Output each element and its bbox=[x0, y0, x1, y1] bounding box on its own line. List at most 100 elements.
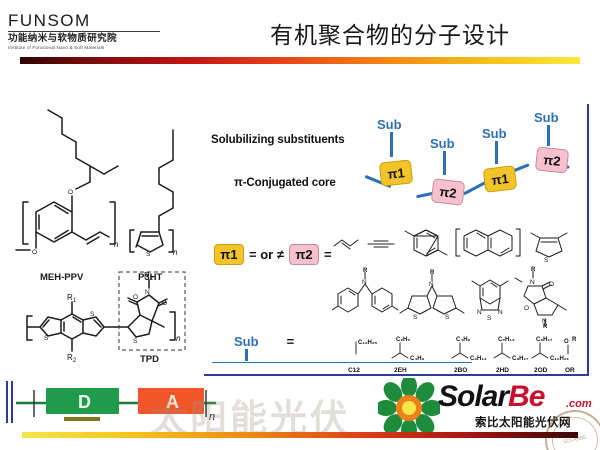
brand-chinese-tagline: 索比太阳能光伏网 bbox=[475, 415, 571, 429]
panel-right-border bbox=[587, 104, 589, 376]
svg-text:C₁₂H₂₅: C₁₂H₂₅ bbox=[358, 340, 377, 346]
pi-equation-row: π1 = or ≠ π2 = bbox=[214, 244, 332, 265]
core-fragment-gallery: S N R S S bbox=[332, 228, 568, 329]
donor-block bbox=[46, 388, 119, 414]
panel-bottom-border bbox=[204, 374, 589, 376]
solarbe-brand-text: SolarBe bbox=[438, 380, 545, 413]
repeat-index-3: n bbox=[176, 334, 181, 343]
svg-text:C₆H₁₃: C₆H₁₃ bbox=[470, 356, 487, 362]
sub-row-equals: = bbox=[286, 334, 295, 349]
unit-label-tpd: TPD bbox=[140, 354, 159, 365]
sunflower-logo-icon bbox=[378, 378, 440, 438]
funsom-logo: FUNSOM 功能纳米与软物质研究院 Institute of Function… bbox=[8, 12, 173, 50]
r2-label-lower: R2 bbox=[67, 353, 77, 364]
sub-row-label: Sub bbox=[234, 334, 259, 361]
sub-label-2: Sub bbox=[482, 126, 507, 141]
svg-text:S: S bbox=[90, 311, 95, 318]
header-gradient-rule bbox=[20, 57, 580, 64]
svg-text:N: N bbox=[429, 281, 434, 288]
svg-text:S: S bbox=[133, 338, 138, 345]
logo-english-name: Institute of Functional Nano & Soft Mate… bbox=[8, 45, 105, 51]
equation-pi1-box[interactable]: π1 bbox=[214, 244, 244, 265]
donor-underline bbox=[64, 417, 100, 421]
atom-label-o: O bbox=[68, 189, 73, 196]
repeat-index-1: n bbox=[114, 240, 119, 249]
donor-acceptor-diagram: D A n bbox=[16, 388, 216, 423]
repeat-index-2: n bbox=[173, 248, 178, 257]
left-structures-diagram: O O S bbox=[15, 109, 186, 365]
donor-label: D bbox=[78, 392, 91, 412]
da-repeat-index: n bbox=[209, 411, 215, 423]
sub-stem-1 bbox=[443, 151, 446, 175]
equation-operator: = or ≠ bbox=[249, 247, 284, 262]
pi-box-0[interactable]: π1 bbox=[378, 159, 414, 187]
svg-text:O: O bbox=[549, 281, 554, 288]
svg-text:R: R bbox=[430, 270, 435, 276]
equation-pi2-box[interactable]: π2 bbox=[288, 244, 319, 265]
svg-text:S: S bbox=[445, 314, 450, 321]
svg-text:S: S bbox=[44, 335, 49, 342]
sub-fragment-label-3: 2HD bbox=[496, 367, 509, 374]
round-stamp-icon: SOLARBE bbox=[539, 404, 600, 450]
r1-label: R1 bbox=[67, 293, 77, 304]
sub-stem-2 bbox=[495, 141, 498, 164]
caption-solubilizing-substituents: Solubilizing substituents bbox=[211, 134, 345, 146]
caption-conjugated-core: π-Conjugated core bbox=[234, 177, 336, 189]
pi-box-2[interactable]: π1 bbox=[482, 165, 518, 193]
svg-text:O: O bbox=[133, 294, 138, 301]
svg-text:C₂H₅: C₂H₅ bbox=[396, 337, 410, 343]
acceptor-label: A bbox=[166, 392, 179, 412]
sub-label-1: Sub bbox=[430, 136, 455, 151]
r2-label-imide: R2 bbox=[144, 271, 154, 282]
sub-fragment-label-0: C12 bbox=[348, 367, 360, 374]
acceptor-block bbox=[138, 388, 204, 414]
sub-fragment-label-1: 2EH bbox=[394, 367, 407, 374]
svg-text:N: N bbox=[145, 289, 150, 296]
svg-text:R: R bbox=[531, 267, 536, 273]
polymer-label-meh-ppv: MEH-PPV bbox=[40, 272, 84, 283]
svg-text:N: N bbox=[477, 309, 482, 316]
svg-text:O: O bbox=[32, 249, 37, 256]
svg-text:N: N bbox=[498, 309, 503, 316]
sub-label-0: Sub bbox=[377, 117, 402, 132]
molecular-design-panel: Solubilizing substituents π-Conjugated c… bbox=[204, 104, 589, 376]
pi-chain-illustration: Sub π1 Sub π2 Sub π1 Sub π2 bbox=[204, 104, 589, 214]
brand-solar: Solar bbox=[438, 380, 509, 413]
sub-label-3: Sub bbox=[534, 110, 559, 125]
svg-text:O: O bbox=[564, 339, 569, 345]
svg-text:C₆H₁₃: C₆H₁₃ bbox=[498, 337, 515, 343]
substituent-gallery: C₁₂H₂₅ C₂H₅ C₄H₉ C₄H₉ C₆H₁₃ C₆H₁₃ C₈H₁₇ bbox=[348, 337, 577, 374]
svg-text:R: R bbox=[572, 337, 577, 343]
left-accent-bar-1 bbox=[6, 381, 8, 423]
svg-text:C₈H₁₇: C₈H₁₇ bbox=[512, 356, 529, 362]
brand-tld: .com bbox=[566, 398, 592, 410]
logo-chinese-name: 功能纳米与软物质研究院 bbox=[8, 33, 117, 44]
solarbe-watermark: SolarBe .com 索比太阳能光伏网 SOLARBE bbox=[378, 376, 600, 450]
brand-be: Be bbox=[508, 380, 545, 413]
svg-text:O: O bbox=[524, 305, 529, 312]
sub-fragment-label-4: 2OD bbox=[534, 367, 548, 374]
equation-equals: = bbox=[323, 247, 332, 262]
svg-text:R: R bbox=[363, 268, 368, 274]
sub-stem-0 bbox=[390, 132, 393, 157]
tpd-highlight-box bbox=[118, 271, 186, 351]
left-accent-bar-2 bbox=[11, 381, 13, 423]
sub-fragment-label-5: OR bbox=[565, 367, 575, 374]
sub-fragment-label-2: 2BO bbox=[454, 367, 467, 374]
page-title: 有机聚合物的分子设计 bbox=[270, 23, 510, 49]
logo-acronym: FUNSOM bbox=[8, 11, 91, 30]
svg-text:S: S bbox=[544, 257, 549, 264]
logo-divider bbox=[8, 31, 160, 32]
svg-text:C₈H₁₇: C₈H₁₇ bbox=[536, 337, 553, 343]
pi-box-3[interactable]: π2 bbox=[534, 146, 570, 174]
svg-text:C₄H₉: C₄H₉ bbox=[456, 337, 471, 343]
pi-box-1[interactable]: π2 bbox=[430, 178, 466, 206]
sub-stem-3 bbox=[547, 125, 550, 146]
svg-text:C₁₀H₂₁: C₁₀H₂₁ bbox=[550, 356, 570, 362]
svg-text:C₄H₉: C₄H₉ bbox=[410, 356, 425, 362]
sub-row-underline bbox=[212, 362, 472, 364]
svg-text:N: N bbox=[530, 279, 535, 286]
footer-gradient-rule bbox=[22, 432, 578, 438]
svg-text:R: R bbox=[543, 324, 548, 329]
svg-text:S: S bbox=[146, 251, 151, 258]
